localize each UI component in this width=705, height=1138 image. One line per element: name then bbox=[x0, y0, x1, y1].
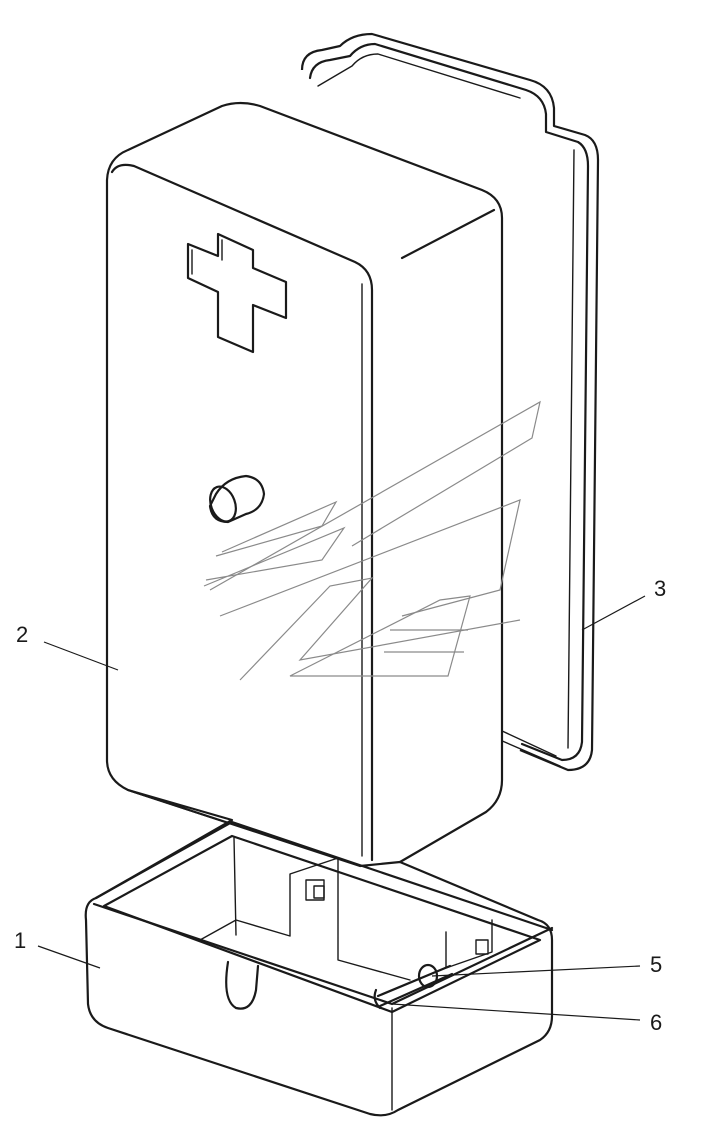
callout-6: 6 bbox=[650, 1010, 662, 1035]
hinge-pin-parts-5-6 bbox=[373, 963, 454, 1010]
callout-3: 3 bbox=[654, 576, 666, 601]
leader-2 bbox=[43, 641, 119, 671]
leader-6 bbox=[391, 1003, 641, 1021]
leader-1 bbox=[37, 945, 101, 969]
case-body-part-2 bbox=[105, 101, 504, 869]
watermark-logo bbox=[203, 400, 541, 681]
callout-1: 1 bbox=[14, 928, 26, 953]
leader-5 bbox=[431, 965, 641, 977]
leader-lines bbox=[37, 595, 646, 1021]
leader-3 bbox=[581, 595, 646, 631]
latch-knob bbox=[208, 474, 266, 524]
callout-5: 5 bbox=[650, 952, 662, 977]
callout-2: 2 bbox=[16, 622, 28, 647]
base-tray-part-1 bbox=[84, 788, 554, 1117]
cross-emblem bbox=[186, 232, 288, 354]
